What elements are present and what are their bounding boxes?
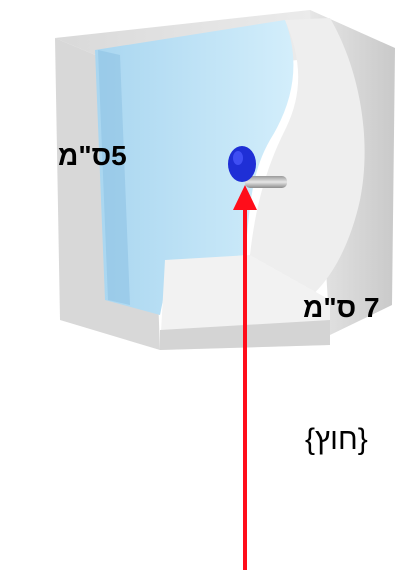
rod <box>245 176 287 188</box>
curved-ramp <box>245 18 365 305</box>
label-outside: {חוץ} <box>305 423 368 456</box>
water-band <box>98 50 130 305</box>
red-arrow-icon <box>233 185 257 210</box>
label-5cm: 5ס"מ <box>58 140 127 171</box>
label-7cm: 7 ס"מ <box>303 292 380 323</box>
blue-screw-icon <box>228 146 256 182</box>
blue-screw-highlight <box>233 151 243 165</box>
